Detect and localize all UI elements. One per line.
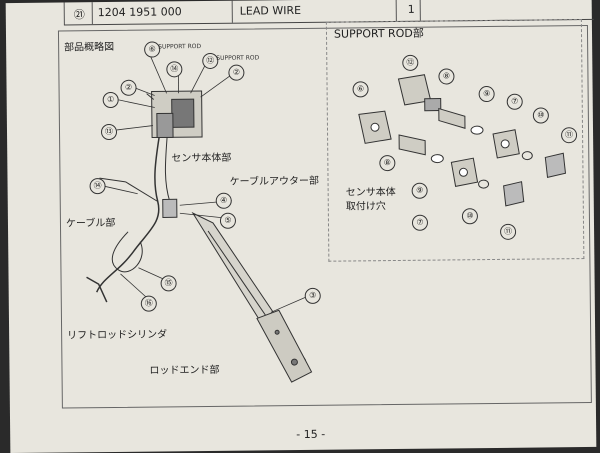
support-callout-10: ⑩: [462, 208, 478, 224]
callout-13: ⑬: [101, 124, 117, 140]
page-number: - 15 -: [296, 428, 325, 441]
lift-rod-cylinder-label: リフトロッドシリンダ: [67, 325, 167, 341]
callout-14: ⑭: [89, 178, 105, 194]
cable-outer-label: ケーブルアウター部: [229, 172, 319, 188]
rod-end-label: ロッドエンド部: [149, 361, 219, 377]
sensor-body-drawing: [147, 91, 202, 138]
sensor-hole-label-line2: 取付け穴: [346, 197, 386, 212]
cable-label: ケーブル部: [66, 214, 116, 230]
callout-14-top: ⑭: [166, 61, 182, 77]
support-callout-12: ⑫: [402, 55, 418, 71]
support-rod-small-label-2: SUPPORT ROD: [216, 54, 259, 61]
rod-end-drawing: [257, 310, 312, 383]
callout-2-right: ②: [228, 65, 244, 81]
support-callout-11-top: ⑪: [561, 127, 577, 143]
callout-15: ⑮: [161, 275, 177, 291]
callout-4: ④: [216, 193, 232, 209]
support-callout-7-top: ⑦: [507, 94, 523, 110]
support-callout-10-top: ⑩: [533, 107, 549, 123]
callout-5: ⑤: [220, 213, 236, 229]
support-callout-8-top: ⑧: [438, 68, 454, 84]
sensor-body-label: センサ本体部: [171, 149, 231, 165]
support-callout-9-top: ⑨: [479, 86, 495, 102]
callout-16: ⑯: [141, 296, 157, 312]
support-callout-8: ⑧: [379, 155, 395, 171]
support-callout-6: ⑥: [352, 81, 368, 97]
callout-1: ①: [103, 92, 119, 108]
callout-3: ③: [305, 288, 321, 304]
callout-2: ②: [120, 80, 136, 96]
support-callout-9: ⑨: [412, 183, 428, 199]
sensor-hole-label-line1: センサ本体: [346, 183, 396, 199]
support-callout-7: ⑦: [412, 215, 428, 231]
support-rod-small-label-1: SUPPORT ROD: [158, 43, 201, 50]
support-callout-11: ⑪: [500, 224, 516, 240]
cable-outer-drawing: [99, 177, 176, 218]
manual-page: ㉑ 1204 1951 000 LEAD WIRE 1 部品概略図 SUPPOR…: [6, 0, 597, 453]
